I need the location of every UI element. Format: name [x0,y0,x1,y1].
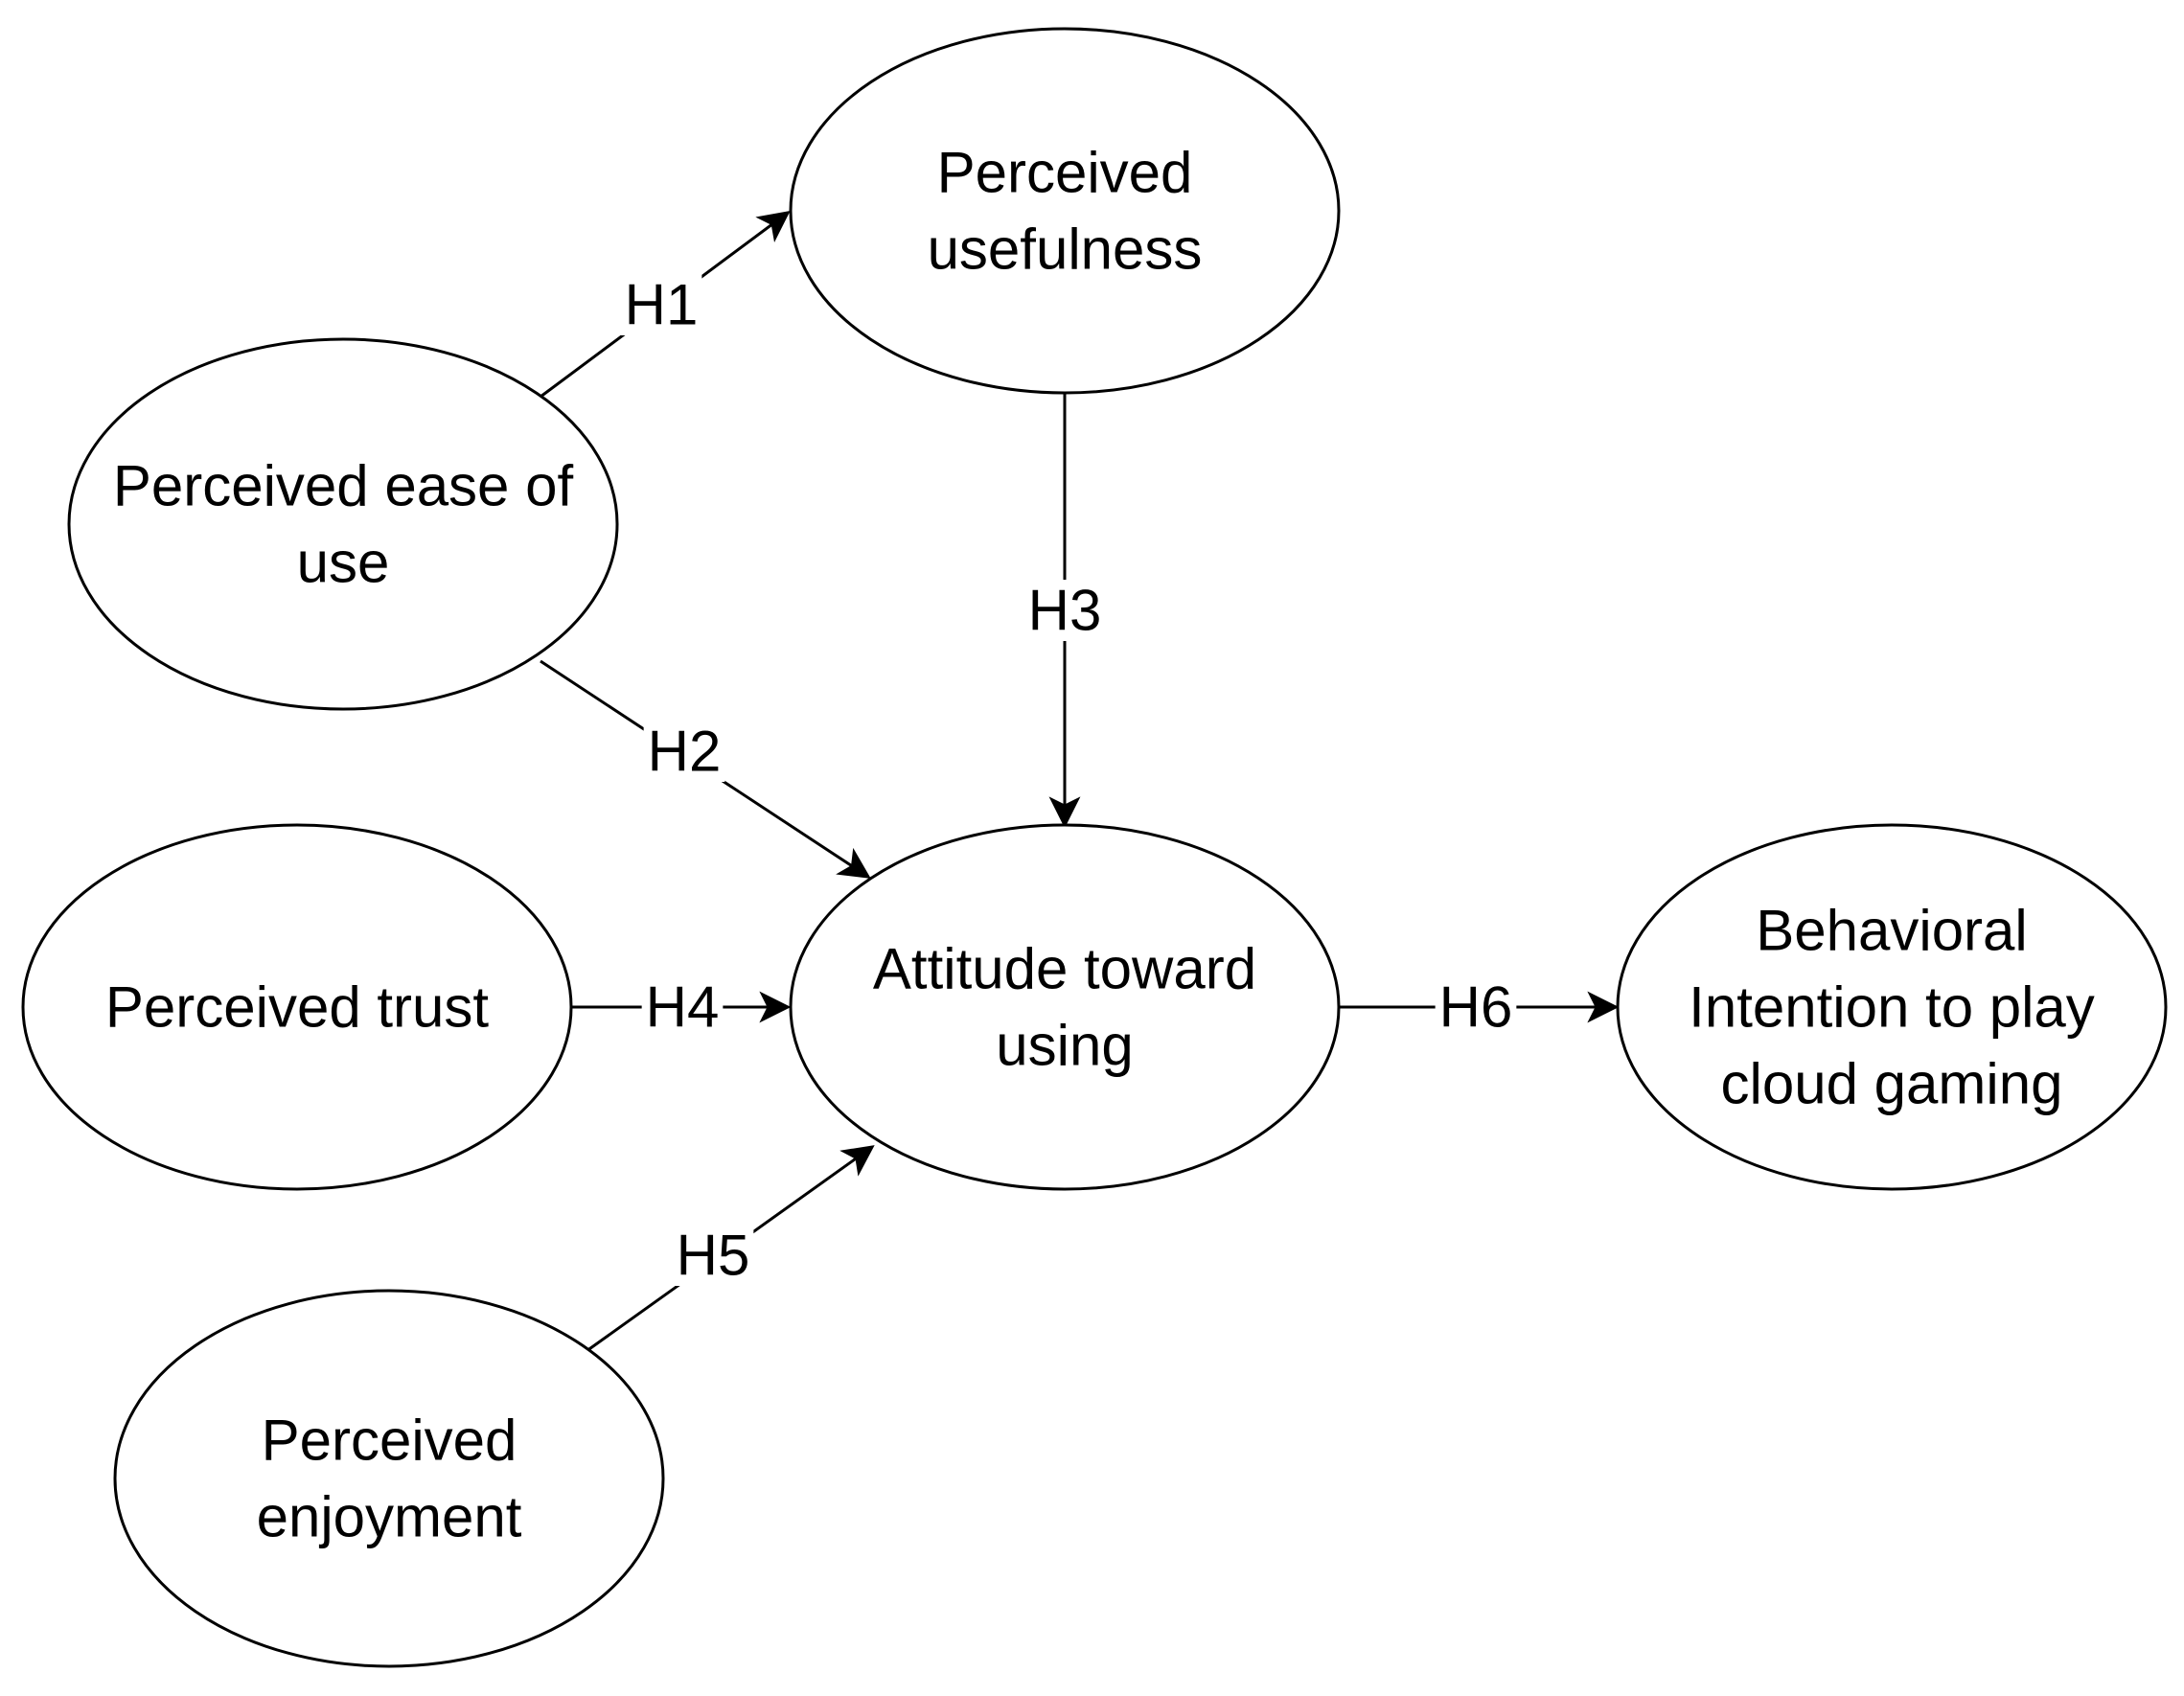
node-bi-ellipse [1616,823,2168,1191]
node-pe: Perceived enjoyment [113,1289,665,1668]
node-pe-label-line: enjoyment [257,1485,522,1549]
edge-h3-label: H3 [1028,579,1102,643]
node-pt-label-line: Perceived trust [105,975,489,1040]
node-bi-label-line: cloud gaming [1721,1052,2063,1116]
edge-h5-label-background [672,1225,754,1286]
node-bi-label-line: Intention to play [1689,975,2095,1040]
edge-h5-label: H5 [677,1224,750,1288]
node-pu: Perceived usefulness [789,27,1341,395]
edge-h3-label-background [1023,580,1106,641]
node-pe-ellipse [113,1289,665,1668]
edge-h2-label-background [643,721,725,782]
edge-h1-label-background [620,274,702,335]
node-peou: Perceived ease of use [67,337,619,711]
node-peou-ellipse [67,337,619,711]
node-pt: Perceived trust [21,823,573,1191]
edge-h4-label: H4 [646,975,720,1040]
node-att: Attitude toward using [789,823,1341,1191]
node-pu-label-line: Perceived [937,141,1193,205]
node-peou-label-line: Perceived ease of [113,454,574,518]
node-peou-label-line: use [297,531,390,595]
edge-h6-label: H6 [1439,975,1513,1040]
node-pt-ellipse [21,823,573,1191]
node-bi-label-line: Behavioral [1756,899,2028,963]
edge-h4-label-background [641,976,724,1038]
node-pu-ellipse [789,27,1341,395]
node-att-label-line: Attitude toward [873,937,1256,1001]
node-pe-label-line: Perceived [262,1409,517,1473]
node-pu-label-line: usefulness [928,218,1203,282]
edge-h6-label-background [1435,976,1517,1038]
node-att-label-line: using [996,1014,1133,1078]
node-att-ellipse [789,823,1341,1191]
edge-h2-label: H2 [648,720,722,784]
edge-h1-label: H1 [625,273,699,337]
